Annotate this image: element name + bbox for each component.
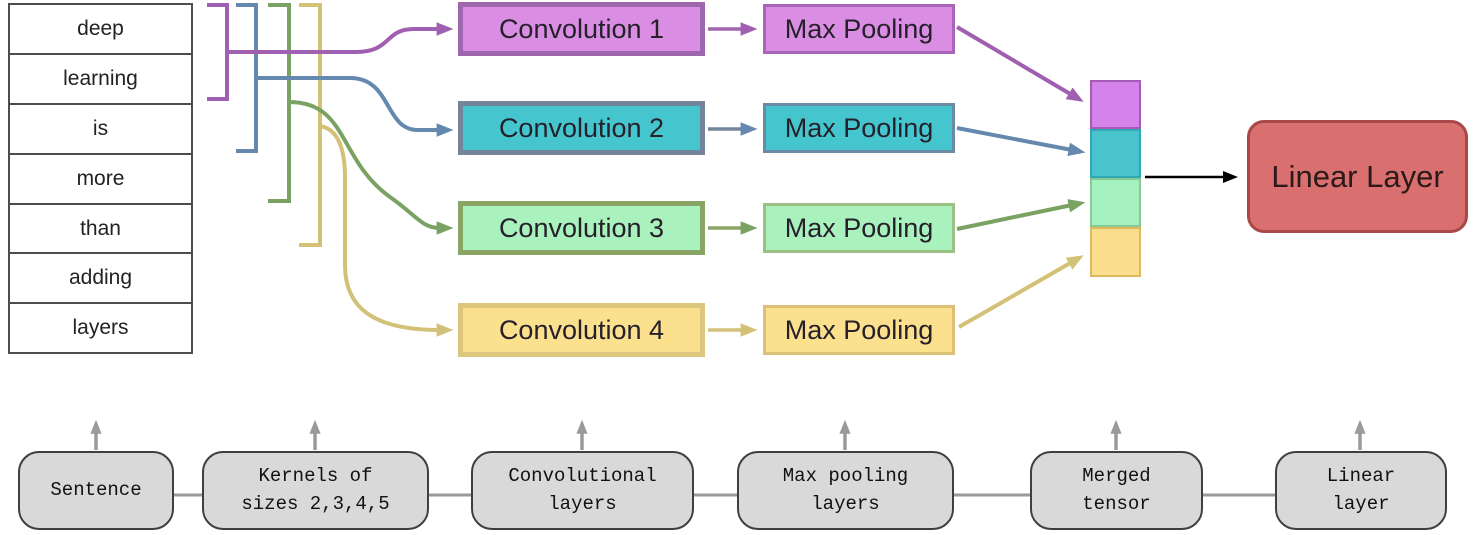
arrow-kernel3-to-conv2 <box>256 76 454 137</box>
kernel-bracket-size2 <box>207 3 229 101</box>
word-cell: layers <box>72 316 129 340</box>
pipeline-stage-maxpool-layers: Max pooling layers <box>737 451 954 530</box>
linear-layer-box: Linear Layer <box>1247 120 1468 233</box>
arrow-pool4-to-tensor <box>958 255 1084 329</box>
max-pooling-1-box: Max Pooling <box>763 4 955 54</box>
pipeline-stage-conv-layers: Convolutional layers <box>471 451 694 530</box>
merged-tensor-cell-1 <box>1090 80 1141 129</box>
arrow-kernel5-to-conv4 <box>319 124 454 337</box>
pipeline-stage-merged-tensor: Merged tensor <box>1030 451 1203 530</box>
word-cell: is <box>10 105 191 155</box>
convolution-4-box: Convolution 4 <box>458 303 705 357</box>
max-pooling-4-box: Max Pooling <box>763 305 955 355</box>
kernel-bracket-size5 <box>299 3 322 247</box>
word-cell: more <box>10 155 191 205</box>
merged-tensor-cell-2 <box>1090 129 1141 178</box>
sentence-word-table: deep learning is more than adding layers <box>8 3 193 355</box>
pipeline-stage-sentence: Sentence <box>18 451 174 530</box>
word-cell: adding <box>10 254 191 305</box>
word-cell: deep <box>10 5 191 55</box>
max-pooling-3-box: Max Pooling <box>763 203 955 253</box>
convolution-2-box: Convolution 2 <box>458 101 705 155</box>
convolution-3-box: Convolution 3 <box>458 201 705 255</box>
pipeline-stage-kernels: Kernels of sizes 2,3,4,5 <box>202 451 429 530</box>
merged-tensor-cell-4 <box>1090 227 1141 277</box>
merged-tensor-cell-3 <box>1090 178 1141 227</box>
word-cell: than <box>10 205 191 255</box>
convolution-1-box: Convolution 1 <box>458 2 705 56</box>
arrow-pool2-to-tensor <box>956 126 1086 157</box>
arrow-kernel4-to-conv3 <box>288 100 454 235</box>
arrow-pool3-to-tensor <box>956 199 1086 231</box>
kernel-bracket-size3 <box>236 3 258 153</box>
arrow-pool1-to-tensor <box>955 25 1084 102</box>
kernel-bracket-size4 <box>268 3 291 203</box>
word-cell: learning <box>10 55 191 105</box>
arrow-kernel2-to-conv1 <box>227 22 454 54</box>
pipeline-stage-linear-layer: Linear layer <box>1275 451 1447 530</box>
max-pooling-2-box: Max Pooling <box>763 103 955 153</box>
